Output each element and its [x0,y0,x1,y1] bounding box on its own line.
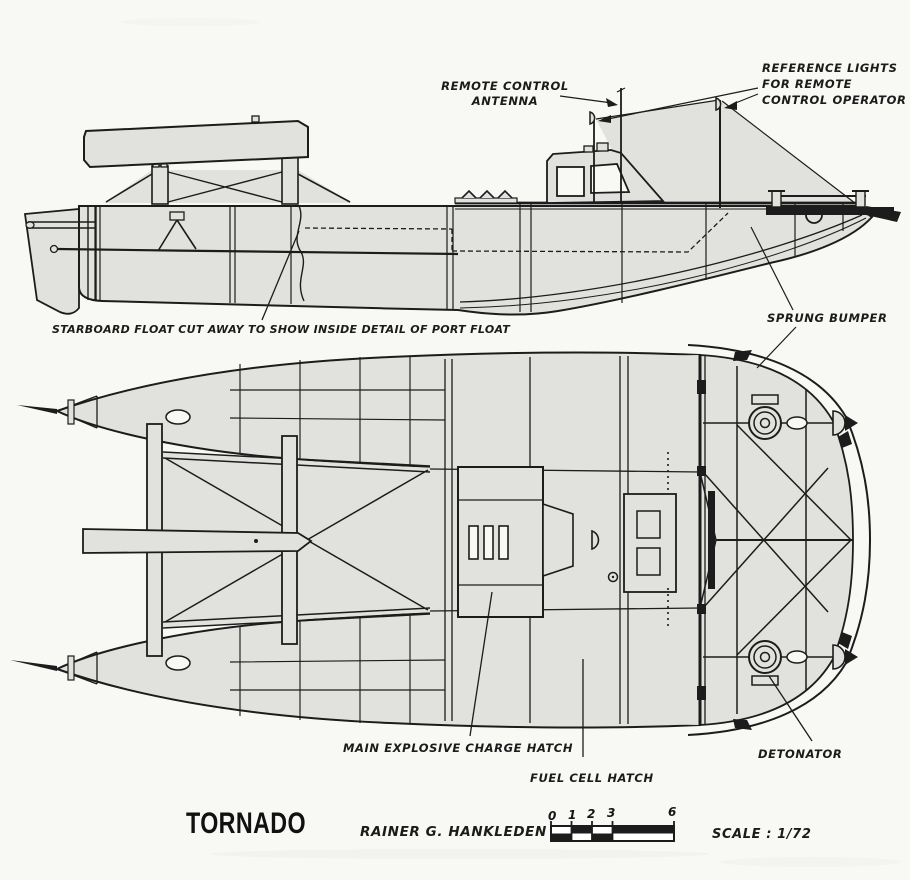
detonator-leader [768,675,813,742]
scale-bar: 0 1 2 3 6 [548,805,676,842]
charge-beam-assembly [83,115,352,205]
label-fuel-cell-hatch: FUEL CELL HATCH [530,771,654,785]
cabin-window [556,166,585,197]
reference-light-lamp [715,97,722,111]
svg-text:CONTROL OPERATOR: CONTROL OPERATOR [762,93,906,107]
label-detonator: DETONATOR [758,747,842,761]
title-block: TORNADO RAINER G. HANKLEDEN 0 1 2 3 6 SC… [186,805,811,842]
bumper-fittings [733,350,852,730]
masts [589,87,865,211]
drawing-title: TORNADO [186,807,306,840]
cutaway-break-line [296,205,305,302]
author-name: RAINER G. HANKLEDEN [360,824,547,840]
cabin-footprint [623,493,677,593]
beam-pedestal [151,165,169,205]
mid-deck-fittings [542,452,715,628]
label-main-explosive-charge-hatch: MAIN EXPLOSIVE CHARGE HATCH [343,741,573,755]
scale-label: SCALE : 1/72 [712,827,811,842]
arrowhead [606,98,618,107]
detonator-starboard [748,394,782,440]
annotation-labels: REMOTE CONTROL ANTENNA REFERENCE LIGHTS … [52,61,906,785]
hidden-outline-dashed [304,212,729,253]
center-plank [82,528,313,554]
float-planking [229,356,446,724]
rudder-plate [23,208,80,315]
stern-cross-bracing [82,423,431,657]
starboard-note-leader [261,230,300,321]
hatch-louver [468,525,479,560]
bumper-spring [805,214,823,224]
main-explosive-charge-hatch [457,466,544,618]
scale-tick-label: 2 [587,807,595,821]
hull-frame-lines [94,203,844,312]
sprung-bumper-side [766,190,901,224]
scale-tick-label: 3 [607,806,615,820]
label-remote-control-antenna: REMOTE CONTROL [441,79,569,93]
label-sprung-bumper: SPRUNG BUMPER [767,311,887,325]
leader-lines [261,87,813,757]
control-cabin [546,142,665,204]
bow-deck-oval [786,650,808,664]
detonator-port [748,640,782,686]
svg-text:FOR REMOTE: FOR REMOTE [762,77,852,91]
side-elevation-view [23,87,901,316]
label-starboard-float-note: STARBOARD FLOAT CUT AWAY TO SHOW INSIDE … [52,323,511,336]
scale-tick-label: 6 [668,805,676,819]
main-hatch-leader [469,591,493,737]
deck-lines [49,201,867,309]
hatch-louver [498,525,509,560]
float-hatch-oval [165,655,191,671]
float-hatch-oval [165,409,191,425]
reference-light-leader [607,87,759,120]
tarp-shading [596,100,864,210]
arrowhead [598,115,611,123]
scale-tick-label: 0 [548,809,556,823]
deck-cleats [454,189,518,204]
centerline-stay [708,491,715,589]
charge-beam [83,119,309,169]
bow-lamp-housings [832,410,858,670]
label-reference-lights: REFERENCE LIGHTS [762,61,897,75]
float-interior-fitting [157,211,197,252]
scale-tick-label: 1 [568,808,576,822]
bow-deck-oval [786,416,808,430]
sprung-bumper-rail-plan [687,344,872,736]
reference-light-leader [732,93,759,105]
hull-profile [78,205,874,316]
plan-view [10,344,872,736]
arrowhead [724,101,737,110]
guy-wires [595,99,865,211]
sprung-bumper-leader [750,226,794,311]
antenna-leader [559,95,613,104]
sprung-bumper-leader [756,326,797,369]
scan-smudges [120,18,900,867]
svg-text:ANTENNA: ANTENNA [471,94,539,108]
float-stern-tips [10,395,98,685]
bow-tip [866,206,901,222]
cabin-window [590,163,631,194]
reference-light-lamp [589,111,596,125]
hatch-louver [483,525,494,560]
stern-transom-detail [25,206,97,300]
